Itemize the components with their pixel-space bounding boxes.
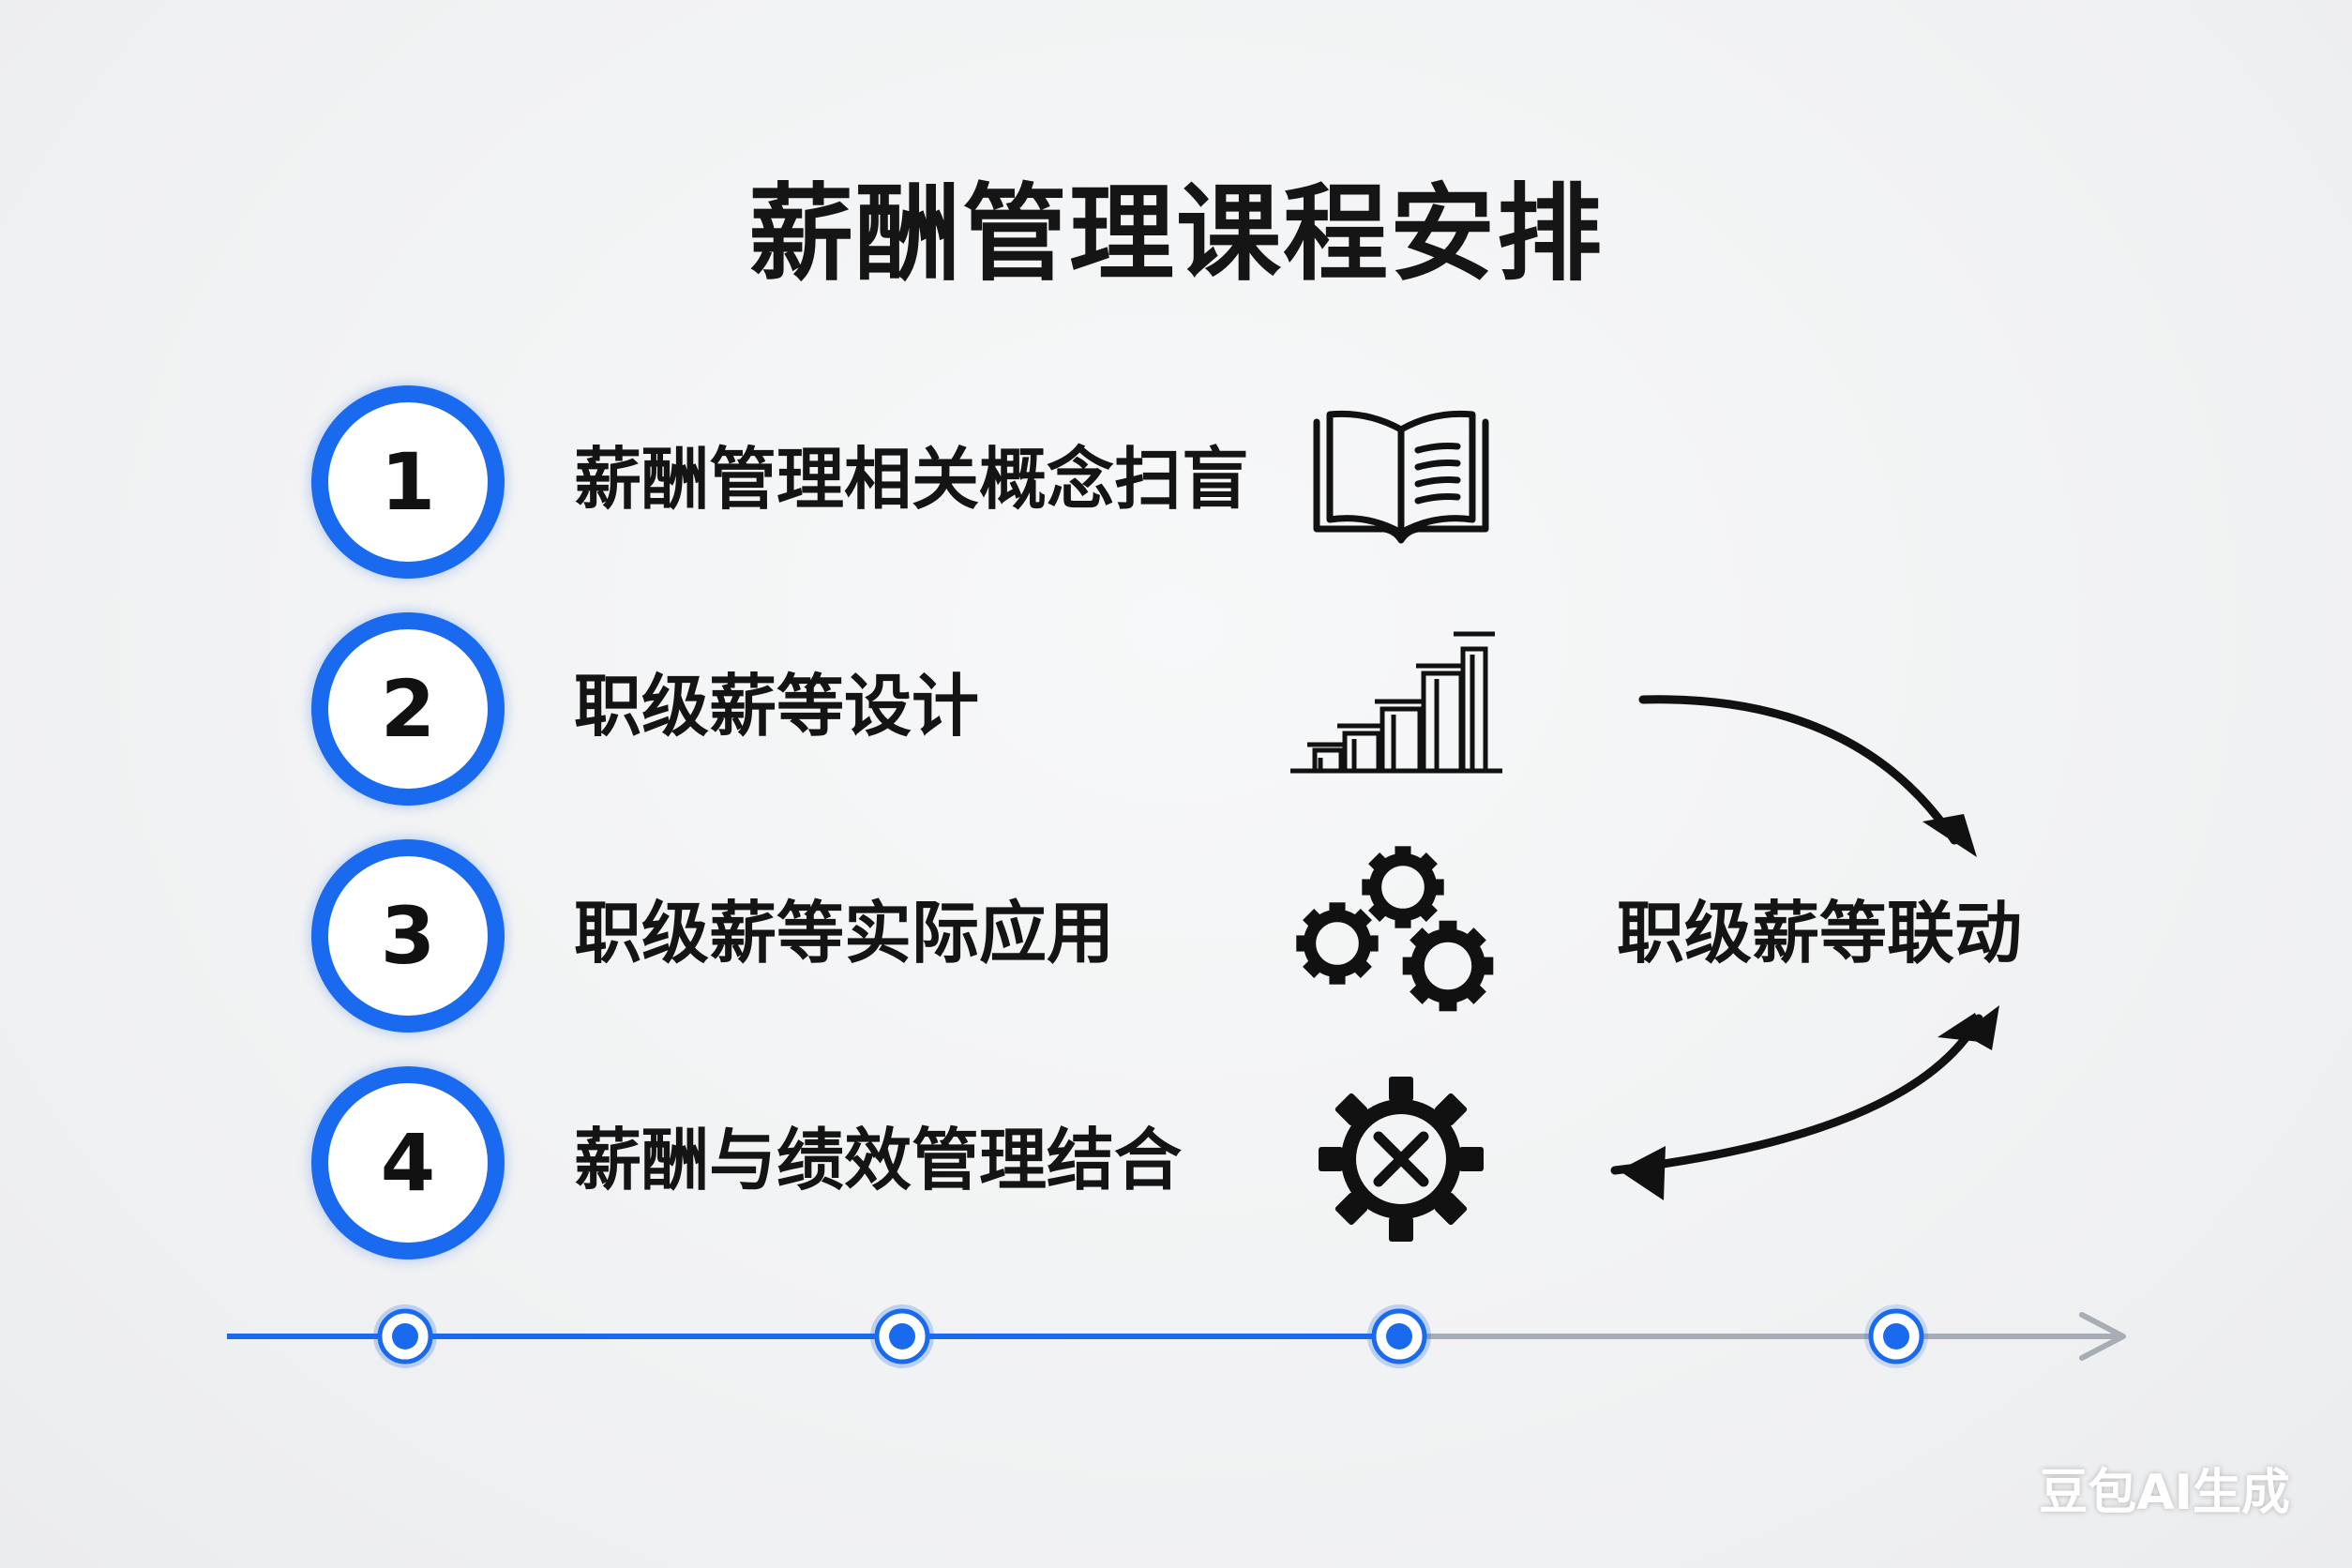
- step-title: 薪酬与绩效管理结合: [574, 1121, 1183, 1199]
- step-number-badge: 1: [311, 385, 505, 579]
- gear-cross-icon: [1319, 1077, 1484, 1242]
- step-number-badge: 3: [311, 839, 505, 1033]
- ascending-steps-chart-icon: [1290, 631, 1502, 774]
- step-title: 职级薪等设计: [574, 667, 980, 746]
- timeline-arrowhead: [2079, 1312, 2126, 1361]
- page-title: 薪酬管理课程安排: [748, 173, 1604, 295]
- step-number-badge: 2: [311, 612, 505, 806]
- timeline-node-1: [373, 1304, 437, 1368]
- watermark: 豆包AI生成: [2039, 1465, 2290, 1521]
- cycle-arrows-icon: [1610, 695, 1999, 1200]
- step-title: 薪酬管理相关概念扫盲: [574, 440, 1250, 519]
- step-title: 职级薪等实际应用: [574, 894, 1115, 972]
- step-number-badge: 4: [311, 1066, 505, 1259]
- timeline-node-2: [870, 1304, 934, 1368]
- timeline-node-3: [1367, 1304, 1431, 1368]
- linkage-label: 职级薪等联动: [1616, 894, 2022, 972]
- timeline-node-4: [1864, 1304, 1928, 1368]
- gears-icon: [1294, 842, 1506, 1020]
- open-book-icon: [1313, 410, 1489, 544]
- progress-timeline: [227, 1304, 2126, 1368]
